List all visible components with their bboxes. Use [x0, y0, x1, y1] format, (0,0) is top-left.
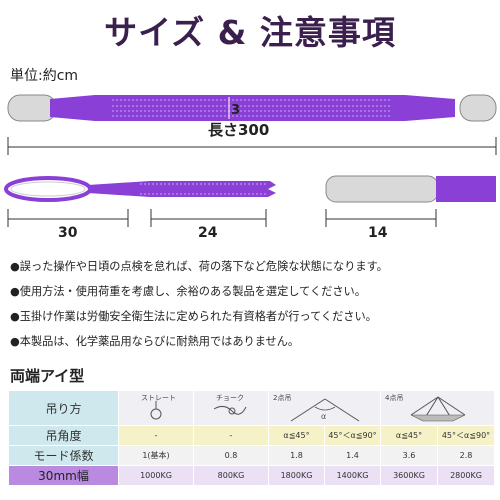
- table-cell: -: [118, 425, 194, 446]
- note-item: ●使用方法・使用荷重を考慮し、余裕のある製品を選定してください。: [10, 285, 366, 298]
- method-four-point: 4点吊: [380, 390, 495, 426]
- method-two-point: 2点吊 α: [268, 390, 381, 426]
- method-label: チョーク: [216, 394, 244, 402]
- sling-drawing: [4, 94, 497, 227]
- table-cell: 1.8: [268, 445, 325, 466]
- spec-table: 吊り方 ストレート チョーク 2点吊: [8, 390, 495, 486]
- length-dimension: [7, 137, 497, 155]
- note-item: ●本製品は、化学薬品用ならびに耐熱用ではありません。: [10, 335, 300, 348]
- table-cell: 1400KG: [324, 465, 381, 486]
- eye-dimensions: [7, 209, 437, 227]
- alpha-symbol: α: [321, 412, 326, 421]
- eye-width-label: 24: [198, 225, 218, 241]
- note-item: ●玉掛け作業は労働安全衛生法に定められた有資格者が行ってください。: [10, 310, 377, 323]
- choke-icon: [213, 405, 247, 415]
- table-cell: α≦45°: [380, 425, 438, 446]
- sling-full-view: [7, 94, 497, 122]
- table-cell: 45°＜α≦90°: [324, 425, 381, 446]
- sling-end-view: [325, 175, 496, 203]
- method-choke: チョーク: [193, 390, 269, 426]
- unit-label: 単位:約cm: [10, 68, 79, 84]
- table-row: 30mm幅 1000KG 800KG 1800KG 1400KG 3600KG …: [8, 465, 495, 486]
- row-header-method: 吊り方: [8, 390, 119, 426]
- thickness-label: 3: [231, 103, 241, 118]
- table-row: 吊り方 ストレート チョーク 2点吊: [8, 390, 495, 426]
- method-label: ストレート: [141, 394, 176, 402]
- sling-diagram: 3 長さ300 30 24 14: [0, 85, 500, 255]
- table-cell: 1(基本): [118, 445, 194, 466]
- spec-section-title: 両端アイ型: [10, 367, 85, 385]
- four-point-icon: [410, 396, 466, 422]
- page-title: サイズ & 注意事項: [104, 13, 396, 52]
- sling-eye-view: [4, 176, 276, 202]
- row-header-angle: 吊角度: [8, 425, 119, 446]
- table-cell: 1.4: [324, 445, 381, 466]
- method-label: 4点吊: [385, 394, 404, 402]
- end-length-label: 14: [368, 225, 388, 241]
- length-label: 長さ300: [208, 121, 270, 139]
- table-cell: -: [193, 425, 269, 446]
- table-cell: 2800KG: [437, 465, 495, 486]
- table-cell: 800KG: [193, 465, 269, 486]
- two-point-icon: α: [290, 398, 360, 422]
- straight-icon: [150, 401, 162, 420]
- table-row: 吊角度 - - α≦45° 45°＜α≦90° α≦45° 45°＜α≦90°: [8, 425, 495, 446]
- method-label: 2点吊: [273, 394, 292, 402]
- table-cell: 0.8: [193, 445, 269, 466]
- row-header-width: 30mm幅: [8, 465, 119, 486]
- table-cell: α≦45°: [268, 425, 325, 446]
- note-item: ●誤った操作や日頃の点検を怠れば、荷の落下など危険な状態になります。: [10, 260, 388, 273]
- table-cell: 1000KG: [118, 465, 194, 486]
- method-straight: ストレート: [118, 390, 194, 426]
- table-cell: 3.6: [380, 445, 438, 466]
- table-cell: 45°＜α≦90°: [437, 425, 495, 446]
- eye-length-label: 30: [58, 225, 78, 241]
- table-row: モード係数 1(基本) 0.8 1.8 1.4 3.6 2.8: [8, 445, 495, 466]
- row-header-mode: モード係数: [8, 445, 119, 466]
- table-cell: 1800KG: [268, 465, 325, 486]
- table-cell: 3600KG: [380, 465, 438, 486]
- caution-notes: ●誤った操作や日頃の点検を怠れば、荷の落下など危険な状態になります。 ●使用方法…: [10, 254, 495, 354]
- table-cell: 2.8: [437, 445, 495, 466]
